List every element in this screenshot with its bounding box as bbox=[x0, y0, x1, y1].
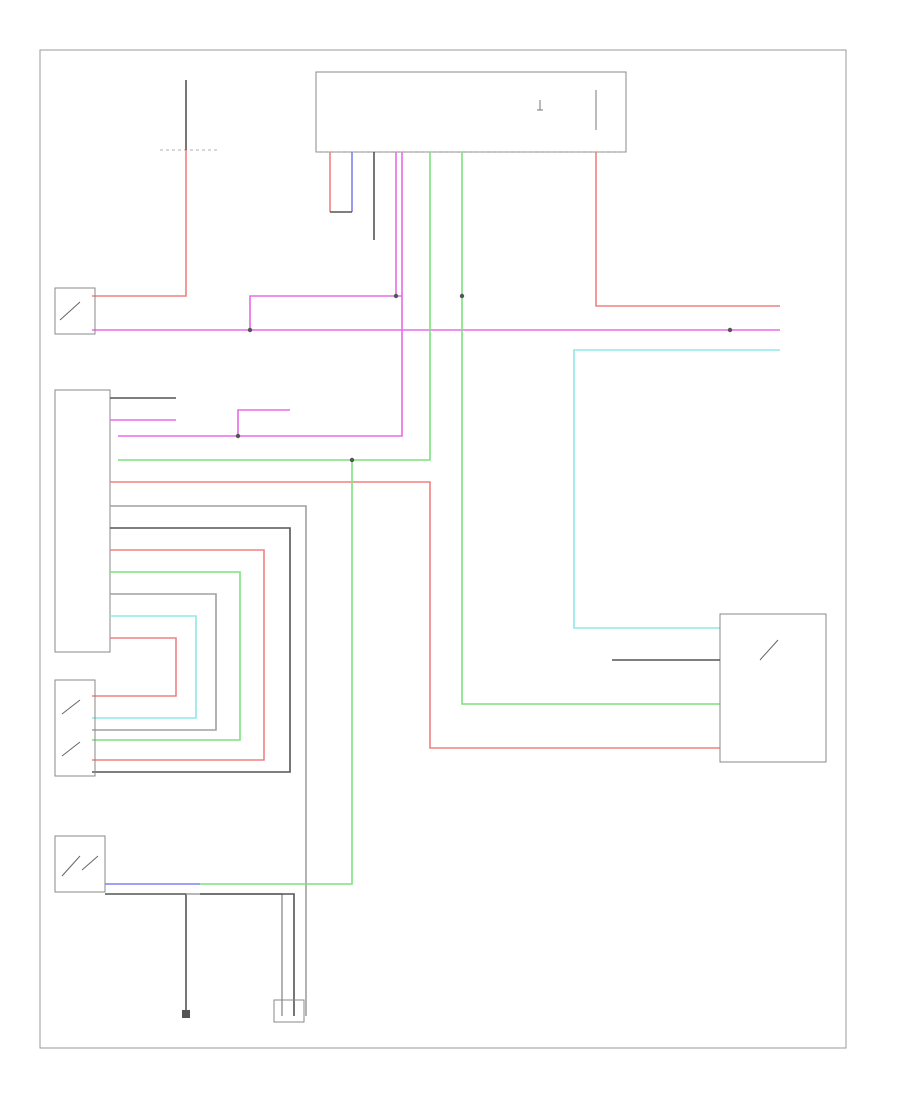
right-switch-module bbox=[719, 613, 827, 763]
switch-top-left bbox=[54, 287, 96, 335]
switch-bottom-left bbox=[54, 835, 106, 893]
wire-red-long bbox=[110, 481, 720, 749]
ground-bottom-left bbox=[182, 1010, 190, 1018]
fuse-symbol bbox=[537, 100, 543, 111]
wire-red-left-power bbox=[92, 150, 187, 297]
ecu-left bbox=[54, 389, 111, 653]
wire-pink-branch bbox=[249, 295, 402, 330]
wire-cyan-right bbox=[573, 349, 780, 629]
wire-green-main bbox=[118, 152, 431, 461]
wire-red-right-power bbox=[595, 152, 780, 307]
wire-green-right bbox=[461, 152, 720, 705]
diagram-frame bbox=[39, 49, 847, 1049]
wire-pink-vertical bbox=[118, 152, 403, 437]
speaker-bottom bbox=[273, 999, 305, 1023]
switch-lower-left bbox=[54, 679, 96, 777]
wire-pink-splice bbox=[237, 409, 290, 436]
fuse-box bbox=[315, 71, 627, 153]
